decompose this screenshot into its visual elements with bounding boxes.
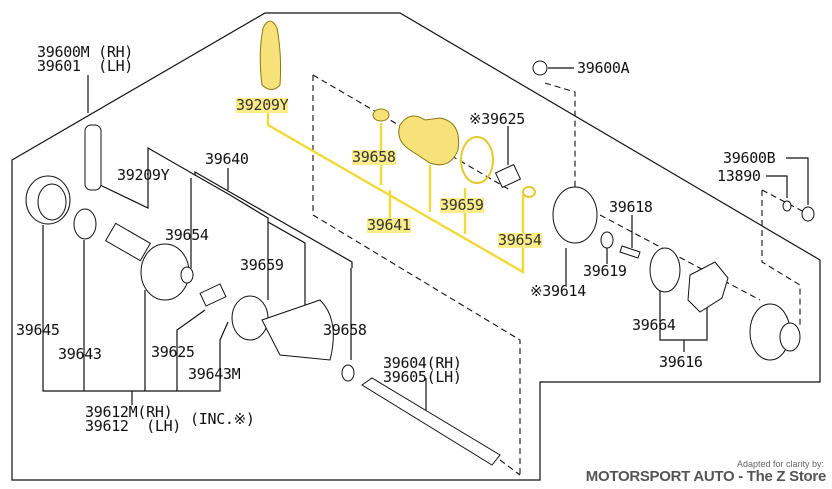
washer-left (180, 266, 194, 284)
label-39209Y-highlighted[interactable]: 39209Y (236, 96, 289, 114)
label-39612M[interactable]: 39612M(RH) (85, 403, 173, 421)
label-39658[interactable]: 39658 (323, 321, 367, 339)
dashed-line-hub (599, 214, 761, 301)
leader-13890 (766, 175, 788, 198)
gasket-39664 (649, 247, 681, 293)
dashed-line-shaft (499, 459, 521, 476)
leader-39600B (786, 157, 809, 205)
label-39618[interactable]: 39618 (609, 198, 653, 216)
label-39625-star[interactable]: ※39625 (469, 110, 525, 128)
band-left (341, 364, 355, 382)
hub-stub (779, 322, 801, 352)
ring-highlighted (522, 186, 536, 198)
cv-joint-inner (552, 186, 598, 244)
bolt-39600A (532, 60, 548, 76)
leader-39616 (659, 290, 708, 352)
boot-highlighted (398, 115, 460, 166)
band-large-highlighted (460, 136, 494, 184)
snap-ring-39619 (600, 231, 614, 249)
label-39654[interactable]: 39654 (165, 226, 209, 244)
boot-left-bellows (261, 299, 334, 361)
label-39640[interactable]: 39640 (205, 150, 249, 168)
kit-leader (266, 112, 525, 275)
dashed-line-600B (761, 189, 811, 325)
label-39664[interactable]: 39664 (632, 316, 676, 334)
label-39600A[interactable]: 39600A (577, 59, 630, 77)
nut-39600B (801, 206, 815, 222)
label-39654-highlighted[interactable]: 39654 (498, 231, 542, 249)
band-small-highlighted (372, 108, 390, 122)
label-39605[interactable]: 39605(LH) (383, 368, 462, 386)
label-39659-highlighted[interactable]: 39659 (440, 196, 484, 214)
label-39619[interactable]: 39619 (583, 262, 627, 280)
boot-cone-highlighted (259, 20, 282, 90)
spring-39618 (619, 245, 641, 259)
label-39645[interactable]: 39645 (16, 321, 60, 339)
label-39643M[interactable]: 39643M (188, 365, 241, 383)
label-39658-highlighted[interactable]: 39658 (352, 148, 396, 166)
outer-frame (11, 12, 821, 481)
label-39643[interactable]: 39643 (58, 345, 102, 363)
label-39600M[interactable]: 39600M (RH) (37, 43, 134, 61)
boot-cone (84, 124, 102, 191)
axle-shaft (361, 377, 501, 466)
grease-fitting-right (494, 163, 522, 189)
label-39209Y[interactable]: 39209Y (117, 166, 170, 184)
label-39659[interactable]: 39659 (240, 256, 284, 274)
label-39601[interactable]: 39601 (LH) (37, 57, 134, 75)
label-39604[interactable]: 39604(RH) (383, 354, 462, 372)
boot-left-mouth (231, 295, 269, 341)
dashed-line-600A (544, 82, 576, 200)
label-39600B[interactable]: 39600B (723, 149, 776, 167)
label-39612[interactable]: 39612 (LH) (85, 417, 182, 435)
label-13890[interactable]: 13890 (717, 167, 761, 185)
plate-39616 (687, 261, 729, 313)
cv-joint-spline (104, 222, 152, 262)
dust-cover-inner (37, 183, 67, 221)
grease-fitting-left (199, 283, 227, 307)
label-39616[interactable]: 39616 (659, 353, 703, 371)
credit-caption: Adapted for clarity by: (736, 459, 824, 469)
label-inc-note: (INC.※) (190, 410, 255, 428)
bracket-39612 (42, 225, 229, 405)
credit-brand: MOTORSPORT AUTO - The Z Store (585, 468, 827, 485)
label-39614-star[interactable]: ※39614 (530, 282, 586, 300)
seal-ring (73, 208, 97, 240)
washer-13890 (782, 200, 792, 212)
inner-frame-line-2 (194, 174, 306, 248)
label-39641-highlighted[interactable]: 39641 (367, 216, 411, 234)
label-39625[interactable]: 39625 (151, 343, 195, 361)
